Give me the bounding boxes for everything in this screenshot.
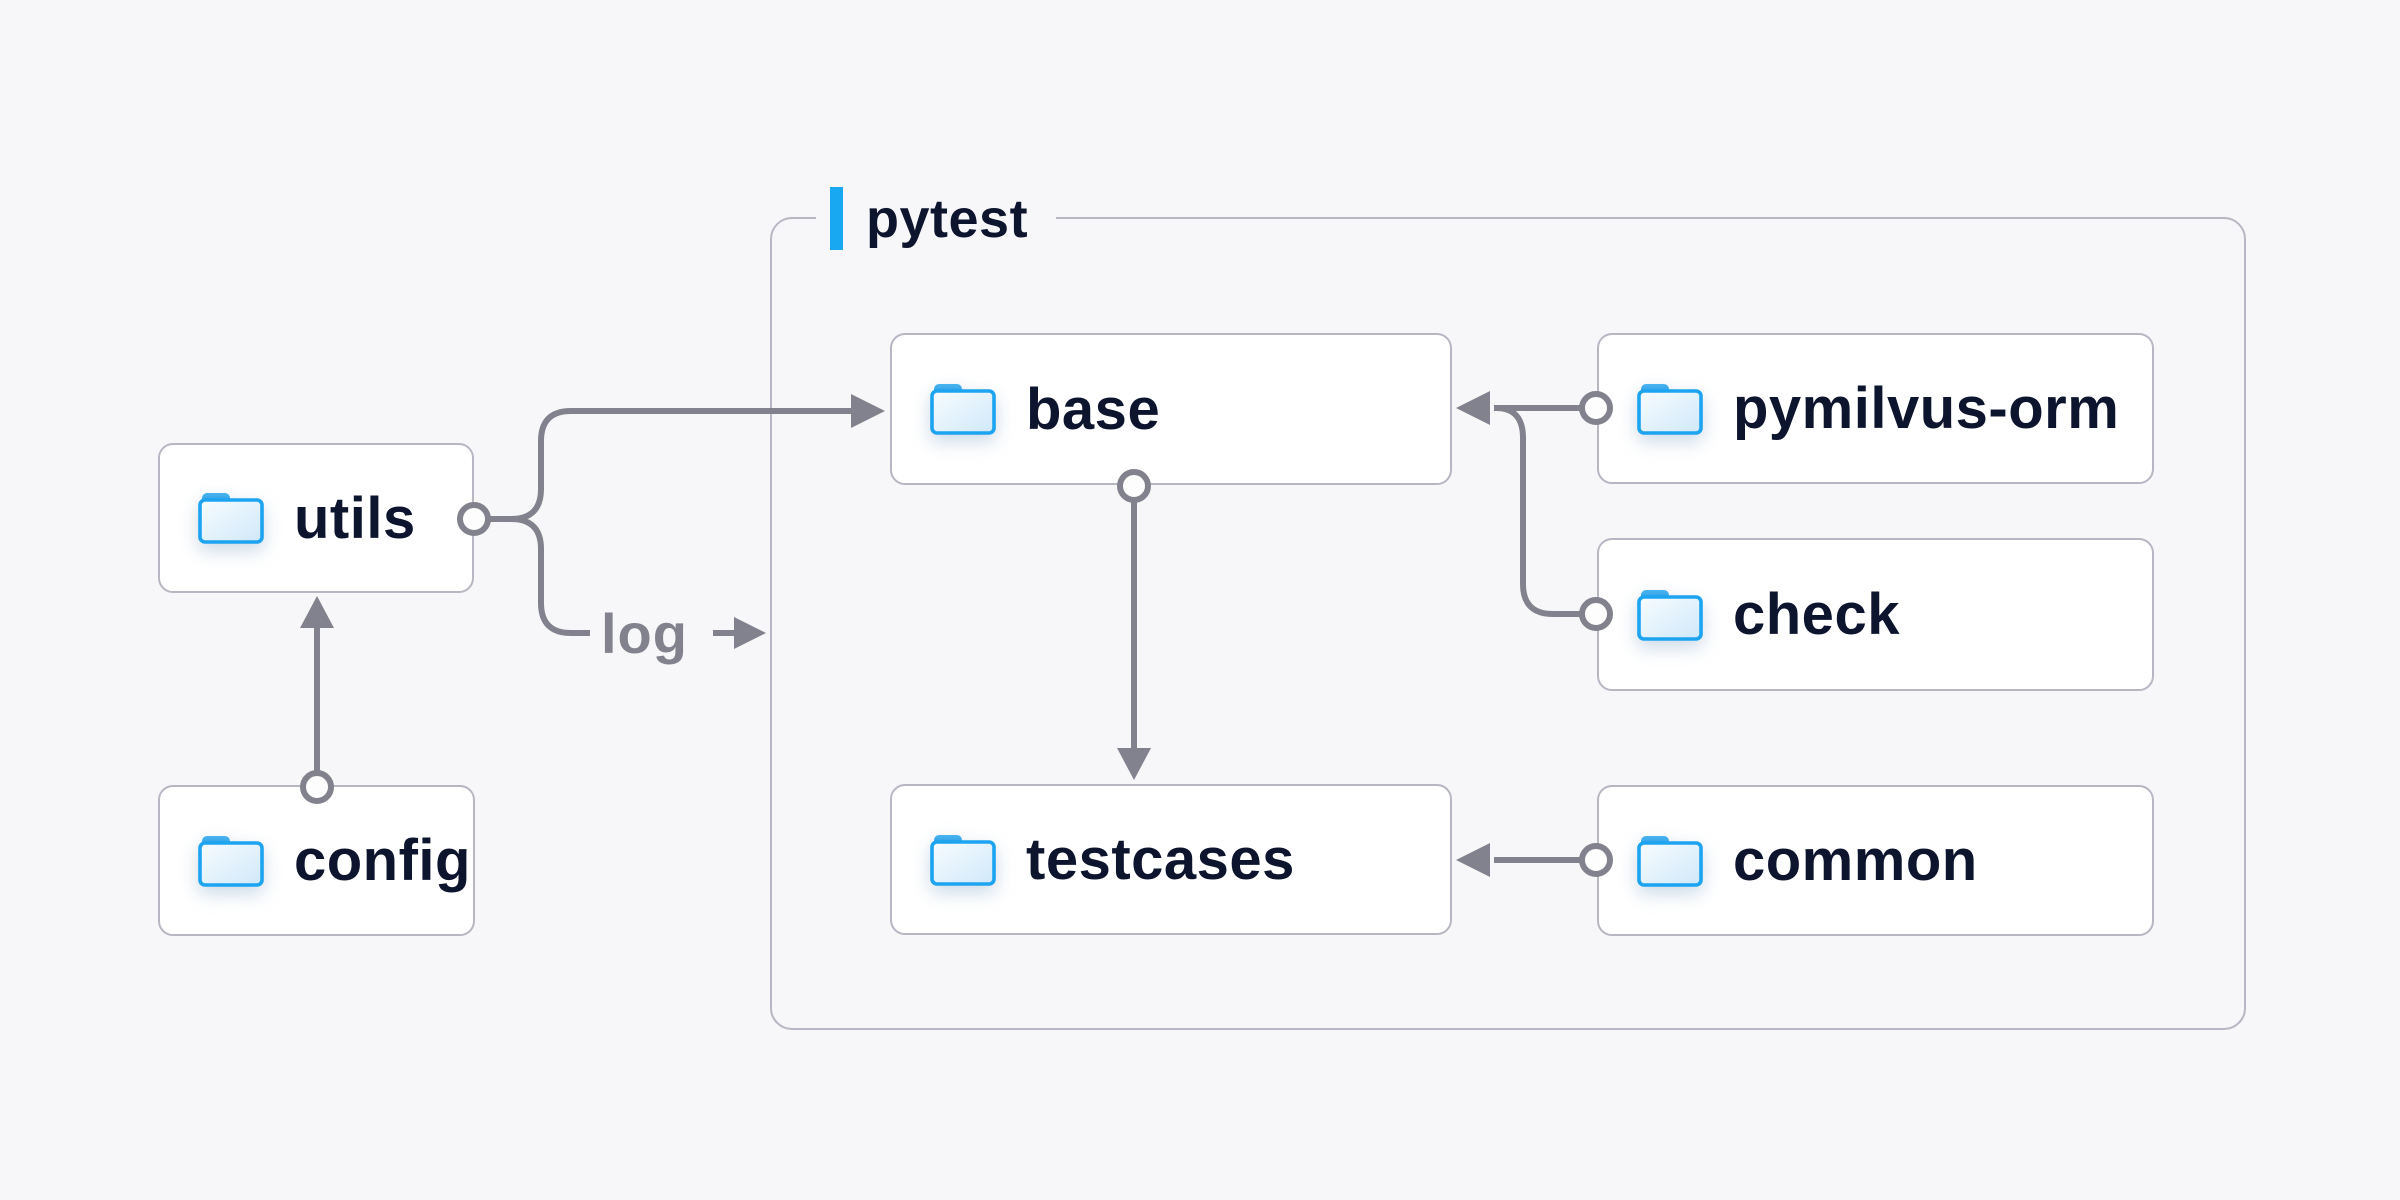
node-label: base (1026, 376, 1161, 442)
edge-utils-log (510, 516, 590, 636)
node-label: config (294, 828, 471, 893)
node-pymilvus-orm: pymilvus-orm (1597, 333, 2154, 484)
folder-icon (1637, 588, 1703, 642)
folder-icon (1637, 382, 1703, 436)
arrowhead-right-log (734, 617, 766, 649)
accent-bar (830, 187, 843, 250)
node-base: base (890, 333, 1452, 485)
folder-icon (1637, 834, 1703, 888)
pytest-group-label: pytest (816, 187, 1057, 250)
node-testcases: testcases (890, 784, 1452, 935)
group-label-text: pytest (866, 188, 1029, 249)
folder-icon (198, 834, 264, 888)
node-label: pymilvus-orm (1733, 376, 2120, 441)
node-label: utils (294, 485, 416, 551)
folder-icon (930, 382, 996, 436)
node-label: common (1733, 828, 1978, 893)
node-utils: utils (158, 443, 474, 593)
node-label: testcases (1026, 827, 1295, 892)
node-config: config (158, 785, 475, 936)
node-check: check (1597, 538, 2154, 691)
edge-label-log: log (601, 602, 688, 665)
arrowhead-up-utils (300, 596, 334, 628)
node-label: check (1733, 582, 1900, 647)
node-common: common (1597, 785, 2154, 936)
folder-icon (198, 491, 264, 545)
folder-icon (930, 833, 996, 887)
pytest-group: pytest (770, 187, 2246, 1030)
